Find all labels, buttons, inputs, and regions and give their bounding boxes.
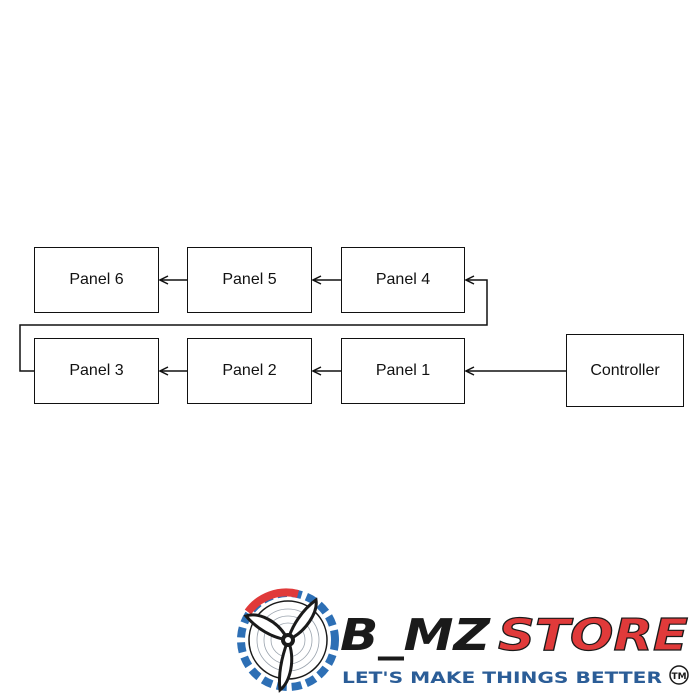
panel-2-box: Panel 2 bbox=[187, 338, 312, 404]
panel-3-box: Panel 3 bbox=[34, 338, 159, 404]
brand-name-part2: STORE bbox=[498, 610, 688, 661]
controller-box: Controller bbox=[566, 334, 684, 407]
panel-6-label: Panel 6 bbox=[69, 271, 124, 288]
trademark-text: TM bbox=[671, 672, 686, 682]
panel-5-box: Panel 5 bbox=[187, 247, 312, 313]
panel-1-box: Panel 1 bbox=[341, 338, 465, 404]
panel-2-label: Panel 2 bbox=[222, 362, 277, 379]
panel-1-label: Panel 1 bbox=[375, 362, 431, 379]
panel-4-box: Panel 4 bbox=[341, 247, 465, 313]
controller-label: Controller bbox=[590, 361, 660, 379]
panel-3-label: Panel 3 bbox=[69, 362, 124, 379]
fan-emblem-icon bbox=[237, 588, 339, 693]
brand-name-part1: B_MZ bbox=[340, 610, 491, 661]
panel-4-label: Panel 4 bbox=[375, 271, 431, 288]
brand-tagline: LET'S MAKE THINGS BETTER bbox=[342, 668, 662, 687]
panel-6-box: Panel 6 bbox=[34, 247, 159, 313]
trademark-symbol: TM bbox=[669, 665, 689, 685]
panel-5-label: Panel 5 bbox=[222, 271, 277, 288]
